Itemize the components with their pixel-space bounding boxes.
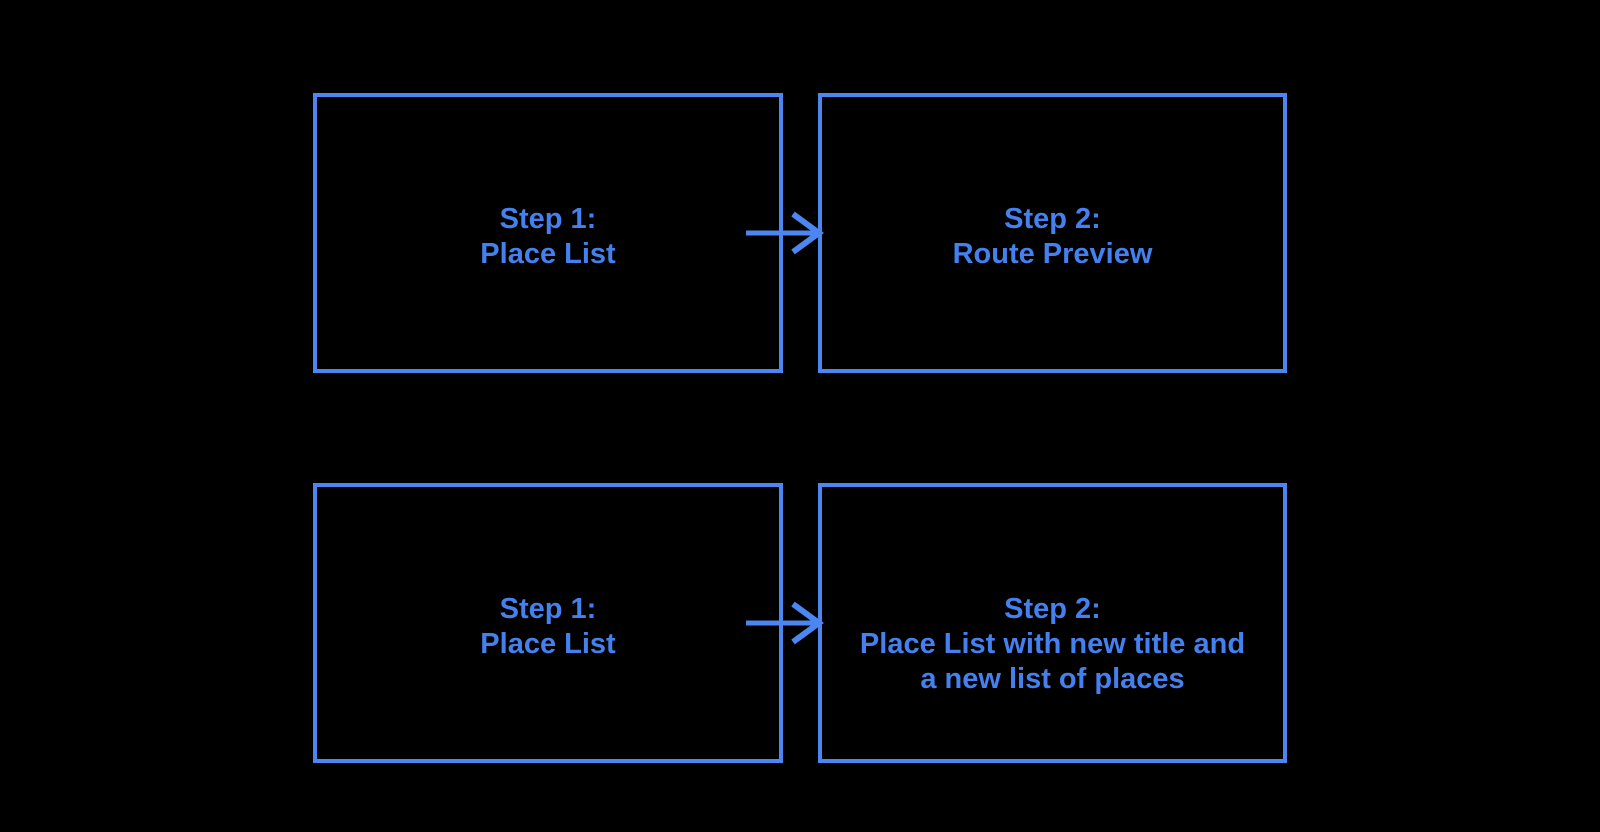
flow-box-step1-bottom: Step 1: Place List: [313, 483, 783, 763]
flow-box-step1-bottom-label: Step 1: Place List: [480, 593, 616, 660]
flow-box-step1-top-label: Step 1: Place List: [480, 203, 616, 270]
right-arrow-bottom-icon: [746, 601, 824, 645]
flow-box-step2-bottom-label: Step 2: Place List with new title and a …: [859, 593, 1246, 695]
flow-box-step2-top: Step 2: Route Preview: [818, 93, 1287, 373]
flow-box-step2-bottom: Step 2: Place List with new title and a …: [818, 483, 1287, 763]
flow-box-step1-top: Step 1: Place List: [313, 93, 783, 373]
flow-box-step2-top-label: Step 2: Route Preview: [952, 203, 1153, 270]
right-arrow-top-icon: [746, 211, 824, 255]
